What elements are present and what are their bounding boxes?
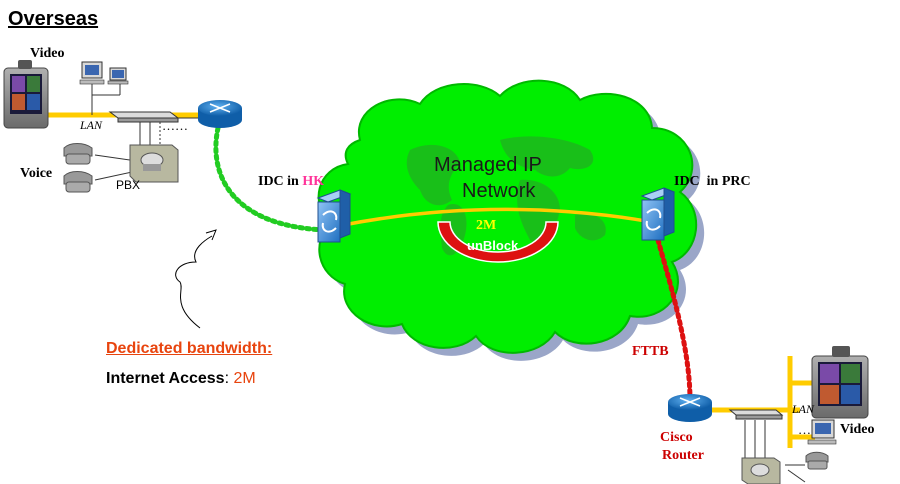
prc-lan-wiring xyxy=(744,420,806,483)
prc-phone-icon xyxy=(805,451,829,470)
voice-label: Voice xyxy=(20,166,53,181)
phone-icon xyxy=(63,143,93,165)
prc-hub-icon xyxy=(728,409,784,420)
cisco-router-label-line1: Cisco xyxy=(660,430,693,445)
overseas-video-label: Video xyxy=(30,46,65,61)
overseas-router-icon xyxy=(198,100,242,128)
prc-video-terminal-icon xyxy=(811,346,869,419)
unblock-arc xyxy=(437,221,559,263)
internet-access-value: 2M xyxy=(233,370,256,387)
pbx-label: PBX xyxy=(116,178,141,192)
idc-prc-switch-icon xyxy=(640,187,676,241)
overseas-lan-wiring xyxy=(91,80,200,181)
video-terminal-icon xyxy=(3,60,49,129)
overseas-lan-label: LAN xyxy=(80,118,103,132)
overseas-ellipsis: …… xyxy=(162,118,188,133)
prc-video-label: Video xyxy=(840,422,875,437)
page-title: Overseas xyxy=(8,8,99,30)
fttb-link xyxy=(655,237,693,403)
cisco-router-icon xyxy=(668,394,712,422)
pbx-icon xyxy=(129,144,179,183)
backbone-bandwidth-label: 2M xyxy=(476,218,497,233)
idc-hk-prefix: IDC in xyxy=(258,174,303,189)
prc-pc-icon xyxy=(807,419,837,445)
overseas-uplink xyxy=(213,125,328,233)
prc-lan-label: LAN xyxy=(792,402,815,416)
prc-pbx-icon xyxy=(741,457,781,484)
fttb-label: FTTB xyxy=(632,344,669,359)
cloud-title-line1: Managed IP xyxy=(434,154,542,176)
prc-ellipsis: … xyxy=(798,422,811,437)
idc-hk-location: HK xyxy=(302,174,325,189)
managed-ip-cloud xyxy=(317,79,698,354)
idc-hk-label: IDC in HK xyxy=(258,174,324,190)
phone-icon xyxy=(63,171,93,193)
idc-hk-switch-icon xyxy=(316,189,352,243)
callout-arrow xyxy=(175,235,213,329)
callout-separator: : xyxy=(224,370,234,387)
overseas-pc-icon xyxy=(79,61,105,85)
backbone-link xyxy=(337,207,653,228)
callout-access-line: Internet Access: 2M xyxy=(106,370,256,388)
idc-prc-label: IDC in PRC xyxy=(674,174,751,189)
callout-heading: Dedicated bandwidth: xyxy=(106,340,273,357)
cloud-title-line2: Network xyxy=(462,180,536,202)
overseas-hub-icon xyxy=(108,111,180,123)
internet-access-label: Internet Access xyxy=(106,370,225,387)
overseas-pc2-icon xyxy=(107,67,129,85)
unblock-label: unBlock xyxy=(467,238,519,253)
cisco-router-label-line2: Router xyxy=(662,448,704,463)
